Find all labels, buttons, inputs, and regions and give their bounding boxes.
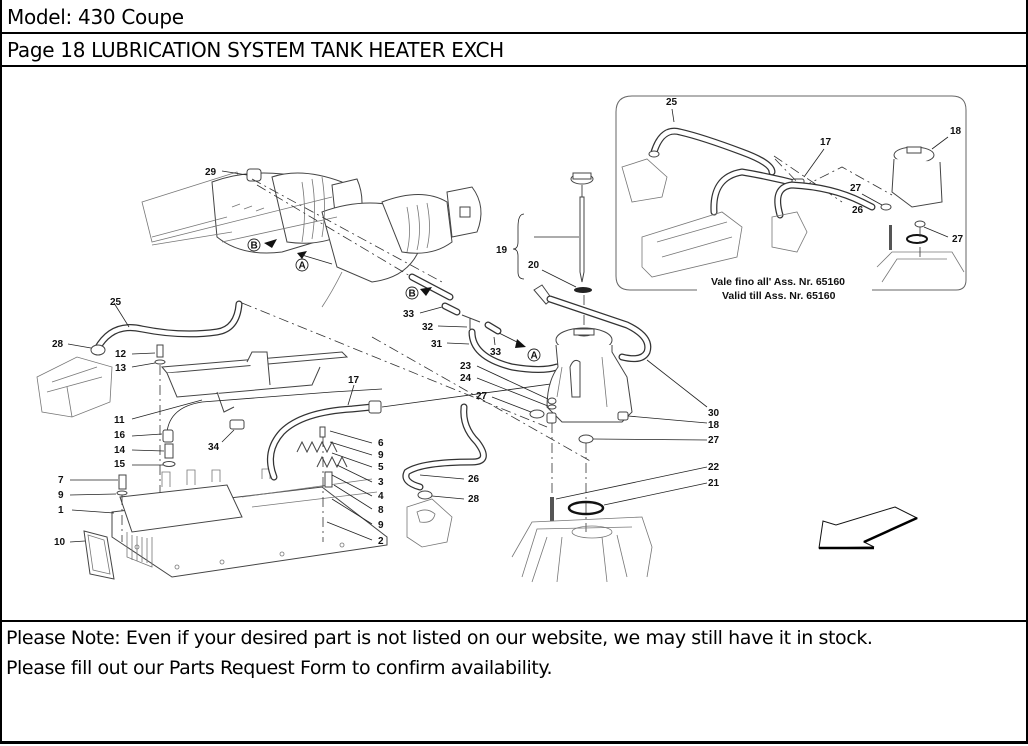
- inset-earlier-version: 25 17 26 18 27 27: [615, 95, 967, 302]
- hose-31: 31: [431, 328, 561, 373]
- inset-callout-25: 25: [666, 97, 678, 108]
- hose-25: 25: [93, 297, 243, 353]
- stock-notice-line-1: Please Note: Even if your desired part i…: [6, 627, 873, 649]
- intake-manifold: [141, 171, 482, 308]
- page-header: Page 18 LUBRICATION SYSTEM TANK HEATER E…: [2, 34, 1026, 67]
- model-header: Model: 430 Coupe: [2, 0, 1026, 34]
- callout-17: 17: [348, 375, 360, 386]
- callout-27-upper: 27: [476, 391, 488, 402]
- inset-callout-27-left: 27: [850, 183, 862, 194]
- direction-arrow-icon: [818, 506, 919, 550]
- bolt-7-washer-9: 7 9: [58, 474, 128, 542]
- callout-33-upper: 33: [403, 309, 415, 320]
- temp-sensor-16: 16 14 15: [114, 388, 383, 470]
- callout-31: 31: [431, 339, 443, 350]
- callout-29: 29: [205, 167, 217, 178]
- callout-12: 12: [115, 349, 127, 360]
- stock-notice-line-2: Please fill out our Parts Request Form t…: [6, 657, 553, 679]
- callout-32: 32: [422, 322, 434, 333]
- callout-9-mid: 9: [378, 450, 384, 461]
- hose-30: 30: [533, 284, 720, 419]
- oil-tank-18: 18: [546, 327, 720, 431]
- tee-32: 32: [422, 314, 481, 333]
- callout-15: 15: [114, 459, 126, 470]
- callout-13: 13: [115, 363, 127, 374]
- hose-33-lower: 33 A: [484, 321, 541, 362]
- clamp-27-lower: 27: [578, 434, 720, 446]
- callout-3: 3: [378, 477, 384, 488]
- bracket-group-3-9: 6 9 5 3 4 8 9 2: [296, 426, 384, 547]
- callout-9-right: 9: [378, 520, 384, 531]
- page-title: Page 18 LUBRICATION SYSTEM TANK HEATER E…: [7, 38, 504, 62]
- hose-33-upper: 33: [403, 302, 461, 320]
- callout-25: 25: [110, 297, 122, 308]
- callout-8: 8: [378, 505, 384, 516]
- callout-22: 22: [708, 462, 720, 473]
- clip-34: 34: [208, 419, 245, 453]
- o-ring-21: 21: [567, 478, 720, 516]
- bracket-11: 11: [114, 351, 349, 426]
- callout-11: 11: [114, 415, 125, 426]
- stud-22: 22: [550, 462, 720, 521]
- callout-21: 21: [708, 478, 720, 489]
- seal-20: 20: [528, 260, 592, 293]
- model-title: Model: 430 Coupe: [7, 5, 184, 29]
- callout-9-left: 9: [58, 490, 64, 501]
- inset-callout-27-right: 27: [952, 234, 964, 245]
- callout-14: 14: [114, 445, 126, 456]
- callout-26: 26: [468, 474, 480, 485]
- callout-5: 5: [378, 462, 384, 473]
- engine-block-lower: [511, 516, 653, 583]
- inset-callout-17: 17: [820, 137, 832, 148]
- svg-text:A: A: [299, 261, 306, 272]
- callout-6: 6: [378, 438, 384, 449]
- svg-text:B: B: [251, 241, 258, 252]
- callout-24: 24: [460, 373, 472, 384]
- gasket-10: 10: [54, 530, 115, 580]
- callout-28-left: 28: [52, 339, 64, 350]
- callout-23: 23: [460, 361, 472, 372]
- clamp-27-upper: 27: [476, 391, 545, 419]
- callout-30: 30: [708, 408, 720, 419]
- inset-callout-26: 26: [852, 205, 864, 216]
- parts-diagram: 29 B A 25 28: [2, 67, 1026, 622]
- heat-exchanger-1: 1: [58, 468, 388, 578]
- callout-20: 20: [528, 260, 540, 271]
- callout-1: 1: [58, 505, 64, 516]
- nut-23-washer-24: 23 24: [460, 361, 557, 424]
- bolt-12-washer-13: 12 13: [115, 344, 166, 374]
- pipe-b-connector: B: [405, 273, 454, 301]
- callout-10: 10: [54, 537, 66, 548]
- inset-caption-italian: Vale fino all' Ass. Nr. 65160: [711, 276, 845, 288]
- callout-18: 18: [708, 420, 720, 431]
- callout-4: 4: [378, 491, 384, 502]
- callout-2: 2: [378, 536, 384, 547]
- marker-b-top: B: [247, 238, 277, 252]
- hose-26: 26: [402, 403, 487, 491]
- svg-text:B: B: [409, 289, 416, 300]
- callout-7: 7: [58, 475, 64, 486]
- part-29-sensor: 29: [205, 167, 262, 182]
- callout-19: 19: [496, 245, 508, 256]
- exploded-view-drawing: 29 B A 25 28: [36, 95, 967, 583]
- clamp-28-left: 28: [52, 339, 106, 356]
- callout-28-center: 28: [468, 494, 480, 505]
- callout-16: 16: [114, 430, 126, 441]
- dipstick-19: 19: [496, 172, 594, 283]
- marker-a-top: A: [295, 251, 333, 272]
- callout-34: 34: [208, 442, 220, 453]
- svg-text:A: A: [531, 351, 538, 362]
- inset-callout-18: 18: [950, 126, 962, 137]
- callout-33-lower: 33: [490, 347, 502, 358]
- inset-caption-english: Valid till Ass. Nr. 65160: [722, 290, 836, 302]
- clamp-28-center: 28: [417, 490, 480, 505]
- callout-27-lower: 27: [708, 435, 720, 446]
